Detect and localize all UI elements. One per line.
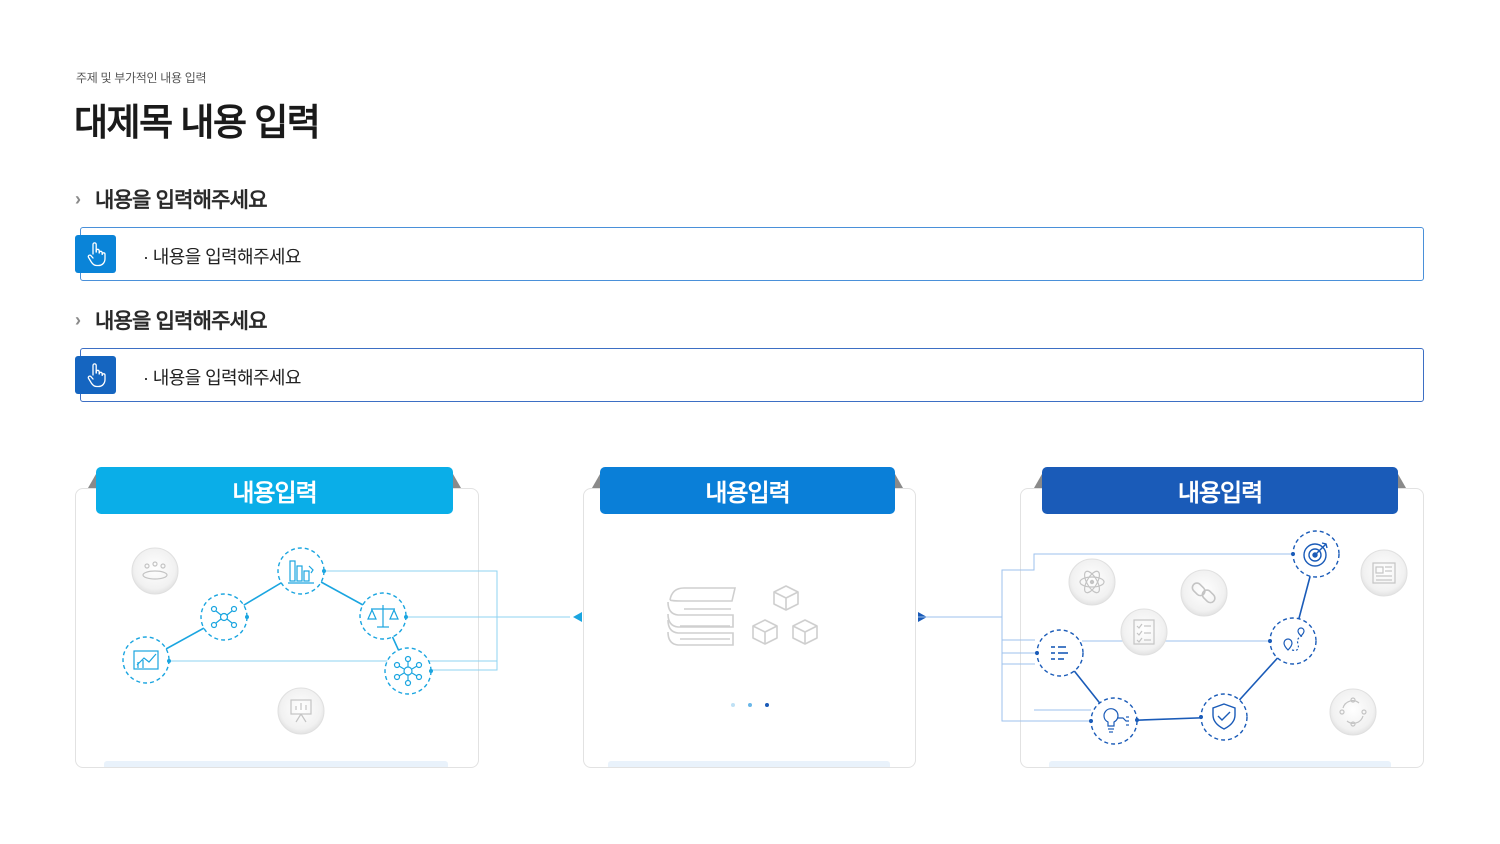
content-box-2[interactable]: · 내용을 입력해주세요 — [75, 348, 1424, 402]
arrow-left-icon — [573, 612, 582, 622]
section-heading-2: › 내용을 입력해주세요 — [75, 305, 268, 335]
idea-icon — [1090, 697, 1138, 745]
pagination-dots — [731, 703, 769, 707]
panel-right-footer — [1049, 761, 1391, 767]
hand-pointer-icon — [75, 356, 116, 394]
content-box-1-text: · 내용을 입력해주세요 — [143, 247, 301, 267]
panel-left-header: 내용입력 — [96, 467, 453, 514]
chevron-right-icon: › — [75, 188, 81, 209]
hand-pointer-icon — [75, 235, 116, 273]
chevron-right-icon: › — [75, 309, 81, 330]
list-icon — [1036, 629, 1084, 677]
link-icon — [1180, 569, 1228, 617]
checklist-icon — [1120, 608, 1168, 656]
news-icon — [1360, 549, 1408, 597]
bar-chart-icon — [277, 547, 325, 595]
right-node-dots — [1035, 552, 1295, 723]
chart-icon — [122, 636, 170, 684]
section-heading-1: › 내용을 입력해주세요 — [75, 184, 268, 214]
panel-center — [583, 488, 916, 768]
map-route-icon — [1269, 617, 1317, 665]
books-icon — [667, 587, 737, 646]
presentation-icon — [277, 687, 325, 735]
meeting-icon — [131, 547, 179, 595]
network-icon — [200, 593, 248, 641]
shield-check-icon — [1200, 693, 1248, 741]
scales-icon — [359, 592, 407, 640]
panel-right-header: 내용입력 — [1042, 467, 1398, 514]
cycle-icon — [1329, 688, 1377, 736]
page-subtitle: 주제 및 부가적인 내용 입력 — [76, 71, 207, 85]
panel-center-footer — [608, 761, 890, 767]
cubes-icon — [752, 585, 818, 645]
target-icon — [1292, 530, 1340, 578]
left-node-dots — [167, 569, 433, 673]
panel-center-header: 내용입력 — [600, 467, 895, 514]
section-heading-2-text: 내용을 입력해주세요 — [95, 310, 268, 333]
hub-icon — [384, 647, 432, 695]
panel-left-footer — [104, 761, 448, 767]
section-heading-1-text: 내용을 입력해주세요 — [95, 189, 268, 212]
content-box-2-text: · 내용을 입력해주세요 — [143, 368, 301, 388]
right-connectors — [918, 553, 1291, 722]
content-box-1[interactable]: · 내용을 입력해주세요 — [75, 227, 1424, 281]
atom-icon — [1068, 558, 1116, 606]
page-title: 대제목 내용 입력 — [74, 102, 321, 143]
